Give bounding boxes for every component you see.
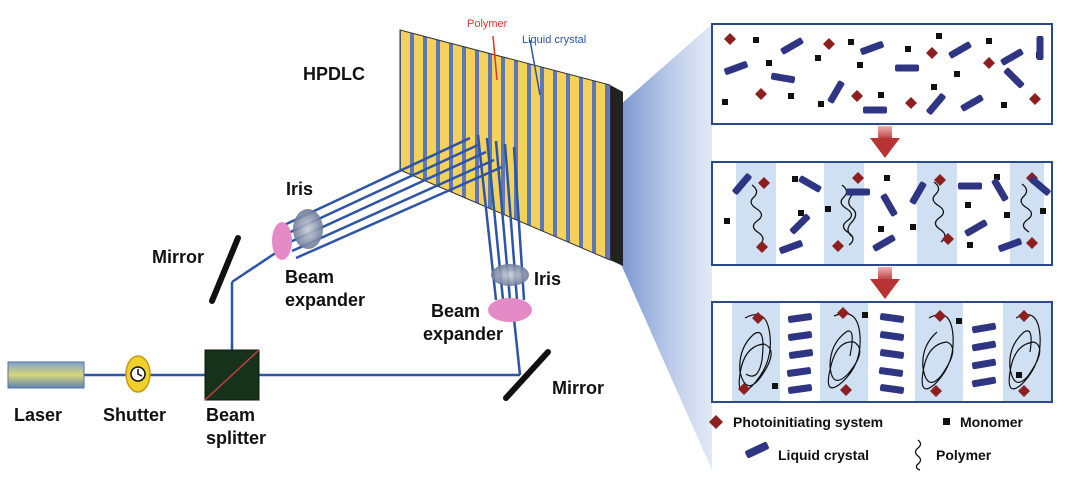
beam-expander-left xyxy=(272,222,292,260)
label-laser: Laser xyxy=(14,405,62,425)
label-beam-expander-left-2: expander xyxy=(285,290,365,310)
legend-photoinitiating-system: Photoinitiating system xyxy=(733,414,883,430)
label-iris-left: Iris xyxy=(286,179,313,199)
monomer-markers xyxy=(722,33,1042,108)
label-beam-splitter-2: splitter xyxy=(206,428,266,448)
beam-expander-right xyxy=(488,298,532,322)
label-hpdlc: HPDLC xyxy=(303,64,365,84)
zoom-fan xyxy=(620,24,712,470)
polymer-chains xyxy=(750,181,1033,246)
label-shutter: Shutter xyxy=(103,405,166,425)
polymer-networks xyxy=(738,312,1041,392)
label-mirror-right: Mirror xyxy=(552,378,604,398)
panel-initial-mixture xyxy=(711,23,1053,125)
laser-body xyxy=(7,361,85,389)
polymer-pointer xyxy=(492,35,498,81)
photoinitiator-markers xyxy=(724,33,1041,109)
legend: Photoinitiating system Monomer Liquid cr… xyxy=(709,414,1024,471)
panel-phase-separated xyxy=(711,301,1053,403)
process-arrow-1 xyxy=(870,126,900,158)
iris-right xyxy=(491,264,529,286)
legend-polymer: Polymer xyxy=(936,447,992,463)
label-beam-expander-right-2: expander xyxy=(423,324,503,344)
mirror-left xyxy=(209,235,241,304)
beam-splitter-icon xyxy=(204,349,260,401)
panel-partial-polymerization xyxy=(711,161,1053,266)
label-beam-splitter-1: Beam xyxy=(206,405,255,425)
label-iris-right: Iris xyxy=(534,269,561,289)
process-arrow-2 xyxy=(870,267,900,299)
photoinitiator-legend-icon xyxy=(709,415,723,429)
label-beam-expander-right-1: Beam xyxy=(431,301,480,321)
liquid-crystal-legend-icon xyxy=(745,441,769,459)
shutter-icon xyxy=(125,355,151,393)
mirror-right xyxy=(503,349,551,401)
iris-left xyxy=(293,209,323,249)
monomer-legend-icon xyxy=(943,418,950,425)
legend-monomer: Monomer xyxy=(960,414,1024,430)
label-liquid-crystal-top: Liquid crystal xyxy=(522,34,586,46)
legend-liquid-crystal: Liquid crystal xyxy=(778,447,869,463)
lc-markers xyxy=(724,36,1044,115)
label-polymer-top: Polymer xyxy=(467,18,508,30)
label-beam-expander-left-1: Beam xyxy=(285,267,334,287)
label-mirror-left: Mirror xyxy=(152,247,204,267)
polymer-legend-icon xyxy=(914,439,922,471)
lc-pointer xyxy=(529,39,541,96)
